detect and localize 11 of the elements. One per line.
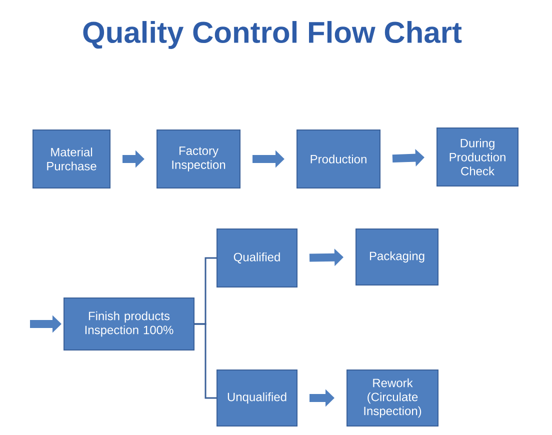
process-box: During Production Check [436,128,518,186]
process-box: Rework (Circulate Inspection) [346,370,438,426]
process-box: Production [296,130,380,188]
title: Quality Control Flow Chart [83,21,462,49]
process-box: Qualified [216,228,298,288]
process-box: Unqualified [216,370,298,426]
process-box: Finish products Inspection 100% [64,298,194,350]
bracket-line [194,323,216,399]
process-box: Material Purchase [32,130,110,188]
process-box: Packaging [356,228,438,286]
process-box: Factory Inspection [156,130,240,188]
